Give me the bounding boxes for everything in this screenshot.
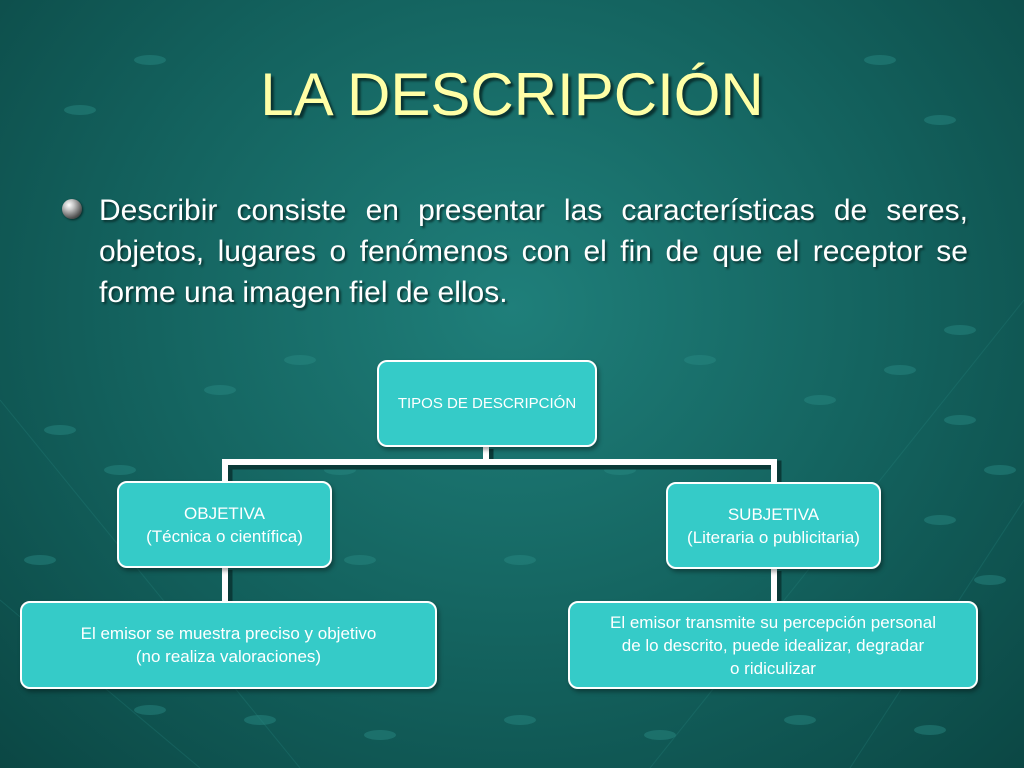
objetiva-detail-line1: El emisor se muestra preciso y objetivo	[80, 624, 377, 643]
node-objetiva-detail: El emisor se muestra preciso y objetivo …	[20, 601, 437, 689]
root-node-label: TIPOS DE DESCRIPCIÓN	[397, 395, 577, 412]
node-subjetiva-subtitle: (Literaria o publicitaria)	[687, 527, 860, 547]
bullet-text: Describir consiste en presentar las cara…	[99, 194, 968, 309]
node-subjetiva: SUBJETIVA (Literaria o publicitaria)	[666, 482, 881, 569]
subjetiva-detail-line2: de lo descrito, puede idealizar, degrada…	[621, 635, 925, 655]
subjetiva-detail-line1: El emisor transmite su percepción person…	[610, 612, 936, 632]
root-node-tipos: TIPOS DE DESCRIPCIÓN	[377, 360, 597, 447]
node-subjetiva-title: SUBJETIVA	[727, 504, 820, 524]
node-objetiva: OBJETIVA (Técnica o científica)	[117, 481, 332, 568]
bullet-item: Describir consiste en presentar las cara…	[62, 190, 968, 313]
slide-title: LA DESCRIPCIÓN	[260, 61, 764, 128]
subjetiva-detail-line3: o ridiculizar	[730, 658, 816, 678]
objetiva-detail-line2: (no realiza valoraciones)	[135, 647, 322, 666]
node-subjetiva-detail: El emisor transmite su percepción person…	[568, 601, 978, 689]
node-objetiva-subtitle: (Técnica o científica)	[146, 526, 303, 546]
bullet-sphere-icon	[62, 199, 82, 219]
node-objetiva-title: OBJETIVA	[184, 503, 265, 523]
